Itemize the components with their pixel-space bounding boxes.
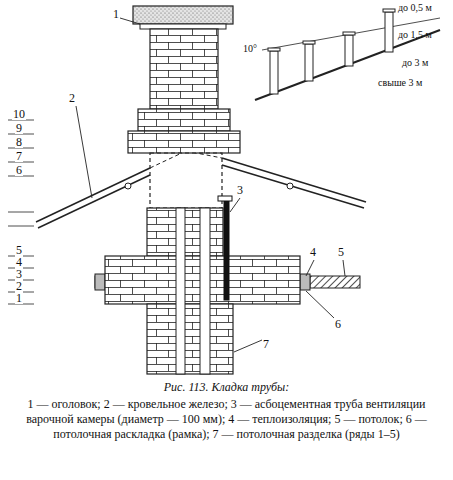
roof-iron: [38, 175, 150, 228]
callout-number: 5: [337, 246, 345, 258]
callout-number: 1: [112, 8, 120, 20]
figure-caption: Рис. 113. Кладка трубы:: [0, 381, 453, 393]
chimney-head: [140, 24, 226, 29]
leader-line: [120, 18, 140, 24]
smoke-channel: [176, 208, 185, 374]
leader-line: [76, 106, 92, 198]
roof-iron: [222, 165, 364, 208]
brick-masonry: [150, 29, 218, 109]
roof-inset: [268, 48, 280, 51]
roof-inset: [343, 32, 355, 35]
roof-iron: [36, 168, 150, 222]
smoke-channel: [200, 208, 210, 374]
brick-masonry: [150, 153, 222, 208]
callout-number: 3: [236, 184, 244, 196]
leader-line: [234, 340, 262, 352]
figure-key: 1 — оголовок; 2 — кровельное железо; 3 —…: [6, 397, 447, 442]
roof-inset: [383, 9, 395, 12]
distance-label: до 0,5 м: [398, 3, 432, 13]
roof-inset: [303, 41, 315, 44]
leader-line: [306, 260, 314, 276]
row-number: 1: [15, 292, 23, 304]
ventilation-pipe: [224, 200, 229, 300]
row-number: 4: [15, 256, 23, 268]
leader-line: [343, 260, 345, 276]
leader-line: [306, 291, 334, 318]
callout-number: 6: [334, 318, 342, 330]
callout-number: 2: [68, 92, 76, 104]
distance-label: до 1,5 м: [398, 30, 432, 40]
roof-iron: [125, 183, 131, 189]
ceiling: [95, 274, 105, 290]
roof-inset: [345, 35, 353, 66]
row-marks: [8, 212, 34, 213]
brick-masonry: [128, 131, 240, 153]
leader-line: [230, 198, 240, 212]
row-number: 5: [15, 244, 23, 256]
row-number: 10: [12, 108, 26, 120]
roof-inset: [385, 12, 393, 52]
ventilation-pipe: [218, 196, 232, 201]
ceiling: [310, 276, 360, 288]
roof-iron: [287, 183, 293, 189]
chimney-head: [133, 6, 233, 29]
callout-number: 4: [309, 246, 317, 258]
callout-number: 7: [262, 338, 270, 350]
roof-inset: [255, 30, 440, 100]
row-number: 3: [15, 268, 23, 280]
ceiling-cut: [147, 304, 233, 374]
leader-line: [76, 18, 345, 352]
row-number: 2: [15, 280, 23, 292]
row-marks: [8, 226, 34, 227]
smoke-channel: [176, 208, 210, 374]
row-number: 9: [15, 122, 23, 134]
brick-masonry: [138, 109, 230, 131]
roof-inset: [255, 9, 440, 100]
angle-label: 10°: [243, 44, 257, 54]
roof-iron: [222, 158, 366, 202]
row-number: 6: [15, 164, 23, 176]
roof-inset: [305, 44, 313, 81]
chimney-head: [133, 6, 233, 24]
distance-label: до 3 м: [402, 58, 428, 68]
row-number: 7: [15, 150, 23, 162]
roof-inset: [270, 51, 278, 94]
row-marks: [8, 120, 34, 304]
distance-label: свыше 3 м: [378, 78, 422, 88]
ceiling: [300, 274, 310, 290]
row-number: 8: [15, 136, 23, 148]
